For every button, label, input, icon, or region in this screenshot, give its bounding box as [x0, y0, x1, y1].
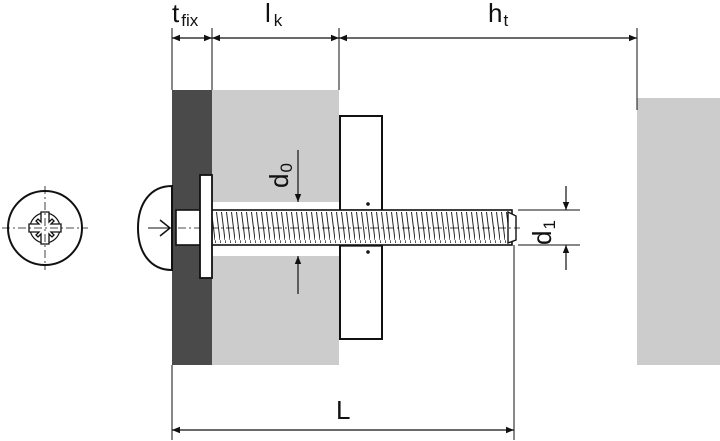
label-ht: ht: [488, 0, 508, 30]
cavity-back-wall: [637, 98, 720, 365]
label-L: L: [336, 395, 350, 425]
label-d1: d1: [527, 220, 559, 245]
screw-thread: [212, 212, 508, 243]
pozidriv-head-front-view-icon: [2, 186, 88, 270]
washer: [199, 174, 213, 279]
screw-tip: [507, 210, 517, 245]
label-d0: d0: [264, 163, 296, 188]
screw: [136, 174, 520, 279]
